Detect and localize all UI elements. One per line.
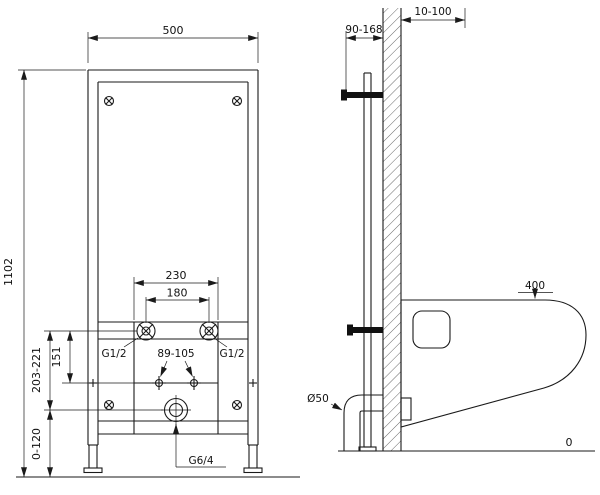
front-dimensions xyxy=(18,32,259,478)
wall-section xyxy=(382,8,402,451)
dim-height-label: 1102 xyxy=(2,258,15,286)
frame-outline xyxy=(87,69,259,446)
screw-icon xyxy=(103,95,115,107)
frame-legs xyxy=(83,445,263,474)
supply-fitting-left xyxy=(136,321,156,341)
drain-fitting xyxy=(161,395,191,426)
small-fitting-left xyxy=(152,376,166,390)
wall-bracket-mid xyxy=(347,324,383,336)
pipe-diameter-label: Ø50 xyxy=(307,393,329,405)
drain-pipe-elbow xyxy=(343,394,383,451)
corner-screws xyxy=(89,95,257,411)
dim-10-100-label: 10-100 xyxy=(414,6,451,18)
toilet-outline xyxy=(400,299,587,428)
dim-90-168-label: 90-168 xyxy=(345,24,382,36)
dim-0-120-label: 0-120 xyxy=(30,428,43,460)
thread-right-label: G1/2 xyxy=(219,348,244,360)
dim-400-label: 400 xyxy=(525,280,545,292)
mounting-frame-profile xyxy=(358,72,377,452)
wall-bracket-top xyxy=(341,89,383,101)
dim-89-105-label: 89-105 xyxy=(157,348,194,360)
dim-180-label: 180 xyxy=(167,287,188,300)
outlet-connector xyxy=(400,397,412,421)
screw-icon xyxy=(231,399,243,411)
dim-width-label: 500 xyxy=(163,24,184,37)
supply-fitting-right xyxy=(199,321,219,341)
dim-203-221-label: 203-221 xyxy=(30,347,43,393)
dim-230-label: 230 xyxy=(166,269,187,282)
front-view: 500 1102 230 180 G1/2 89-105 G1/2 151 20… xyxy=(2,24,300,478)
screw-icon xyxy=(231,95,243,107)
thread-left-label: G1/2 xyxy=(101,348,126,360)
dim-151-label: 151 xyxy=(50,347,63,368)
small-fitting-right xyxy=(187,376,201,390)
floor-level-label: 0 xyxy=(566,436,573,449)
side-dimensions xyxy=(330,8,553,411)
fixing-cross-icon xyxy=(249,379,257,387)
side-view: 90-168 10-100 400 Ø50 0 xyxy=(307,6,595,452)
screw-icon xyxy=(103,399,115,411)
drain-thread-label: G6/4 xyxy=(188,455,213,467)
flush-opening xyxy=(412,310,451,349)
